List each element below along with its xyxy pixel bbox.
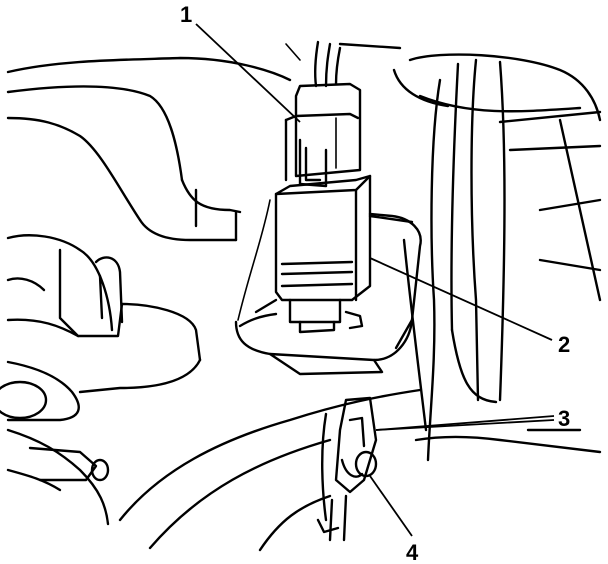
leader-3b [375, 419, 555, 431]
harness-clip [316, 396, 378, 542]
callout-labels: 1 2 3 4 [180, 2, 570, 564]
callout-number-1: 1 [180, 2, 192, 27]
callout-number-4: 4 [406, 540, 419, 564]
callout-number-2: 2 [558, 332, 570, 357]
relay-body [274, 174, 372, 334]
leader-1 [195, 23, 301, 123]
wiring-harness [285, 40, 342, 88]
leader-2 [369, 257, 553, 341]
callout-number-3: 3 [558, 406, 570, 431]
electrical-connector [284, 82, 362, 188]
chassis-left-structure [0, 56, 422, 552]
mounting-bracket [234, 199, 422, 376]
leader-4 [369, 475, 413, 537]
callout-leaders [195, 23, 555, 537]
